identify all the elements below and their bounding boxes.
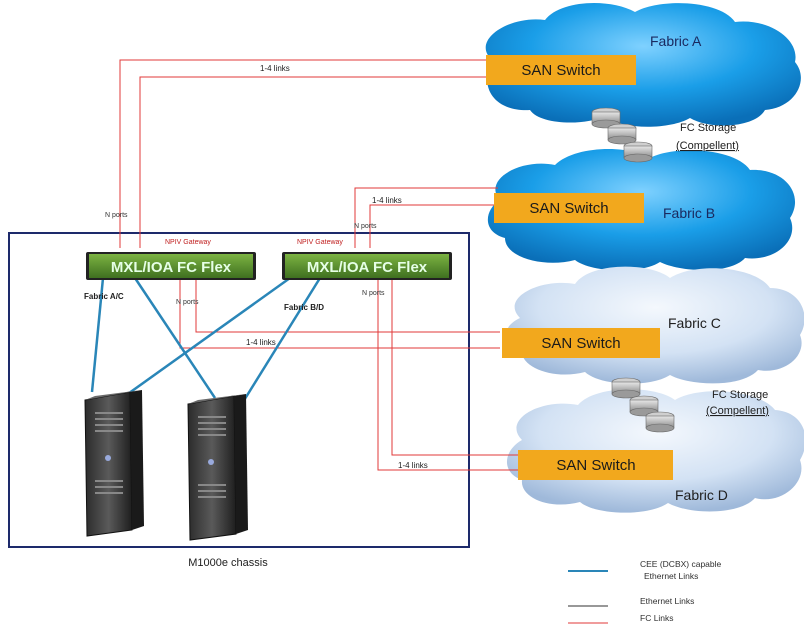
san-switch-1-label: SAN Switch bbox=[521, 62, 600, 79]
links-label-3: 1-4 links bbox=[246, 338, 276, 347]
fc-links bbox=[119, 59, 520, 471]
flex-module-right-label: MXL/IOA FC Flex bbox=[307, 259, 428, 276]
chassis-label: M1000e chassis bbox=[188, 557, 268, 569]
fabric-a-label: Fabric A bbox=[650, 33, 702, 49]
fabric-c-cloud bbox=[506, 266, 804, 384]
san-switch-3-label: SAN Switch bbox=[541, 335, 620, 352]
legend: CEE (DCBX) capable Ethernet Links Ethern… bbox=[568, 559, 722, 624]
links-label-4: 1-4 links bbox=[398, 461, 428, 470]
links-label-2: 1-4 links bbox=[372, 196, 402, 205]
san-switch-1[interactable]: SAN Switch bbox=[486, 55, 636, 85]
fabric-c-label: Fabric C bbox=[668, 315, 721, 331]
npiv-gateway-left: NPIV Gateway bbox=[165, 239, 211, 246]
legend-fc-label: FC Links bbox=[640, 613, 674, 623]
fc-storage-bottom-label: FC Storage bbox=[712, 389, 768, 401]
fc-storage-top-label: FC Storage bbox=[680, 122, 736, 134]
fabric-b-label: Fabric B bbox=[663, 205, 715, 221]
fc-storage-bottom-sublabel: (Compellent) bbox=[706, 405, 769, 417]
san-switch-2[interactable]: SAN Switch bbox=[494, 193, 644, 223]
cee-ethernet-links bbox=[90, 276, 322, 411]
legend-cee-line1: CEE (DCBX) capable bbox=[640, 559, 722, 569]
flex-module-left-label: MXL/IOA FC Flex bbox=[111, 259, 232, 276]
nports-label-2: N ports bbox=[354, 223, 377, 230]
npiv-gateway-right: NPIV Gateway bbox=[297, 239, 343, 246]
san-switch-4-label: SAN Switch bbox=[556, 457, 635, 474]
fc-storage-top-sublabel: (Compellent) bbox=[676, 140, 739, 152]
blade-server-2 bbox=[187, 394, 248, 541]
san-switch-4[interactable]: SAN Switch bbox=[518, 450, 673, 480]
nports-label-4: N ports bbox=[362, 290, 385, 297]
nports-label-1: N ports bbox=[105, 212, 128, 219]
blade-server-1 bbox=[84, 390, 144, 537]
fabric-ac-label: Fabric A/C bbox=[84, 292, 124, 301]
fc-storage-top-icon bbox=[591, 107, 653, 163]
san-switch-2-label: SAN Switch bbox=[529, 200, 608, 217]
san-switch-3[interactable]: SAN Switch bbox=[502, 328, 660, 358]
flex-module-left[interactable]: MXL/IOA FC Flex bbox=[86, 252, 256, 280]
fc-storage-bottom-icon bbox=[611, 377, 675, 433]
flex-module-right[interactable]: MXL/IOA FC Flex bbox=[282, 252, 452, 280]
legend-ethernet-label: Ethernet Links bbox=[640, 596, 694, 606]
nports-label-3: N ports bbox=[176, 299, 199, 306]
fabric-a-cloud bbox=[485, 2, 801, 127]
fabric-bd-label: Fabric B/D bbox=[284, 303, 324, 312]
legend-cee-line2: Ethernet Links bbox=[644, 571, 698, 581]
fabric-d-label: Fabric D bbox=[675, 487, 728, 503]
links-label-1: 1-4 links bbox=[260, 64, 290, 73]
